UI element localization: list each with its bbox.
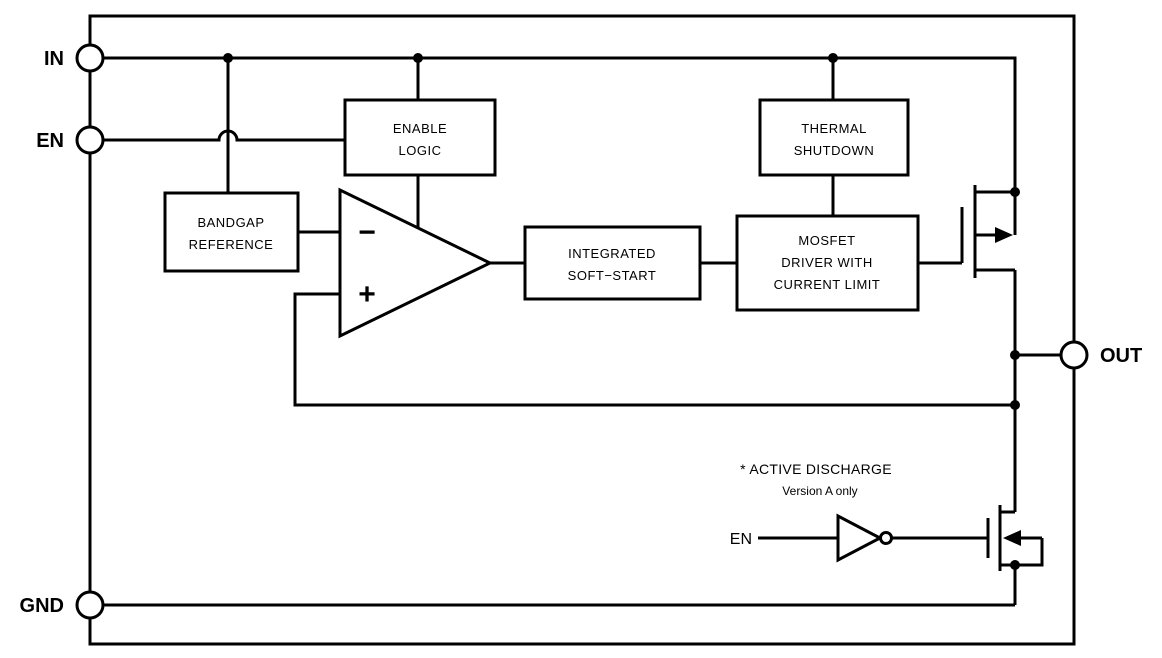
out-pin-terminal [1059,340,1089,370]
in-pin-terminal [75,43,105,73]
en-pin-label: EN [36,130,64,152]
mosfet-driver-label-line3: CURRENT LIMIT [774,277,881,292]
enable-logic-box [343,98,497,177]
enable-logic-label-line2: LOGIC [399,143,442,158]
thermal-shutdown-box [758,98,910,177]
gnd-pin-terminal [75,590,105,620]
junction-dot [828,53,838,63]
bandgap-reference-box [163,191,300,273]
mosfet-driver-label-line2: DRIVER WITH [781,255,872,270]
block-mosfet-driver: MOSFET DRIVER WITH CURRENT LIMIT [735,214,920,312]
feedback-wire [293,292,1015,407]
junction-dot [223,53,233,63]
mosfet-driver-box [735,214,920,312]
inverting-input-sign: − [358,216,376,249]
block-bandgap-reference: BANDGAP REFERENCE [163,191,300,273]
inverter-bubble-icon [879,531,893,545]
discharge-mosfet [986,505,1044,571]
in-rail-wire [103,56,1017,192]
discharge-en-label: EN [730,531,752,548]
bandgap-label-line2: REFERENCE [189,237,274,252]
pass-mosfet [960,185,1017,278]
junction-dot [1010,350,1020,360]
pass-mosfet-body-arrow-icon [995,227,1013,243]
pin-in: IN [44,43,105,73]
soft-start-label-line2: SOFT−START [568,268,657,283]
active-discharge-note: * ACTIVE DISCHARGE Version A only EN [730,461,892,548]
in-pin-label: IN [44,48,64,70]
gnd-pin-label: GND [20,595,64,617]
en-pin-terminal [75,125,105,155]
block-enable-logic: ENABLE LOGIC [343,98,497,177]
block-integrated-soft-start: INTEGRATED SOFT−START [523,225,702,301]
junction-dots [223,53,1020,570]
pin-gnd: GND [20,590,105,620]
noninverting-input-sign: + [358,278,376,311]
enable-logic-label-line1: ENABLE [393,121,447,136]
thermal-shutdown-label-line1: THERMAL [801,121,867,136]
wires [103,56,1061,607]
junction-dot [413,53,423,63]
active-discharge-title: * ACTIVE DISCHARGE [740,461,892,477]
pin-en: EN [36,125,105,155]
soft-start-box [523,225,702,301]
discharge-mosfet-body-arrow-icon [1003,530,1021,546]
junction-dot [1010,400,1020,410]
discharge-inverter [836,513,893,563]
active-discharge-subtitle: Version A only [782,484,857,498]
soft-start-label-line1: INTEGRATED [568,246,656,261]
out-pin-label: OUT [1100,345,1142,367]
inverter-triangle [836,513,884,563]
error-amplifier: − + [338,187,494,339]
junction-dot [1010,187,1020,197]
discharge-mosfet-body-to-source-wire [1015,538,1044,567]
chip-outline [88,14,1076,646]
junction-dot [1010,560,1020,570]
bandgap-label-line1: BANDGAP [197,215,264,230]
pin-out: OUT [1059,340,1142,370]
error-amplifier-triangle [338,187,494,339]
mosfet-driver-label-line1: MOSFET [798,233,855,248]
block-thermal-shutdown: THERMAL SHUTDOWN [758,98,910,177]
thermal-shutdown-label-line2: SHUTDOWN [794,143,875,158]
